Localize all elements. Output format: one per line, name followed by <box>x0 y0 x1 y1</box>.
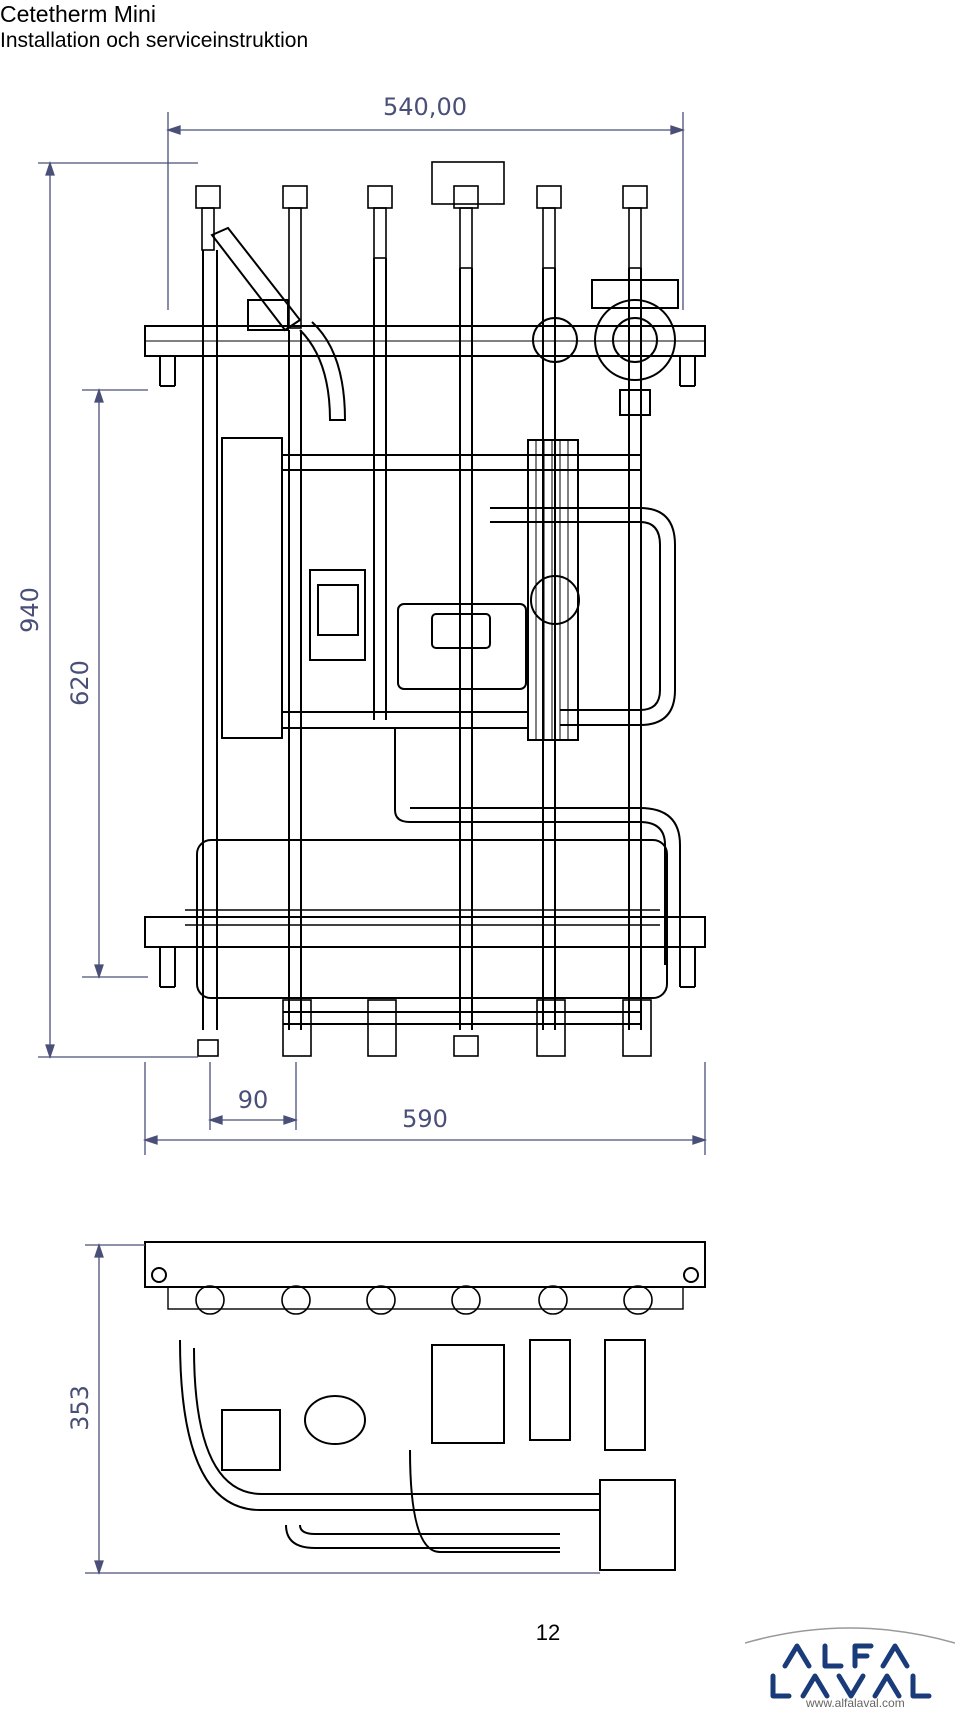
top-view <box>144 1241 706 1571</box>
document-title: Cetetherm Mini <box>0 1 156 27</box>
dim-bottom-width: 590 <box>402 1105 448 1133</box>
dim-top-width: 540,00 <box>383 93 467 121</box>
dim-height-inner: 620 <box>66 660 94 706</box>
dim-pipe-spacing: 90 <box>238 1086 269 1114</box>
dimension-lines <box>38 112 708 1576</box>
alfa-laval-logo <box>745 1627 955 1699</box>
document-subtitle: Installation och serviceinstruktion <box>0 29 309 52</box>
page-number: 12 <box>535 1620 561 1645</box>
dim-depth: 353 <box>66 1385 94 1431</box>
dim-height-total: 940 <box>16 587 44 633</box>
front-view <box>144 161 706 1057</box>
logo-url: www.alfalaval.com <box>806 1696 905 1710</box>
